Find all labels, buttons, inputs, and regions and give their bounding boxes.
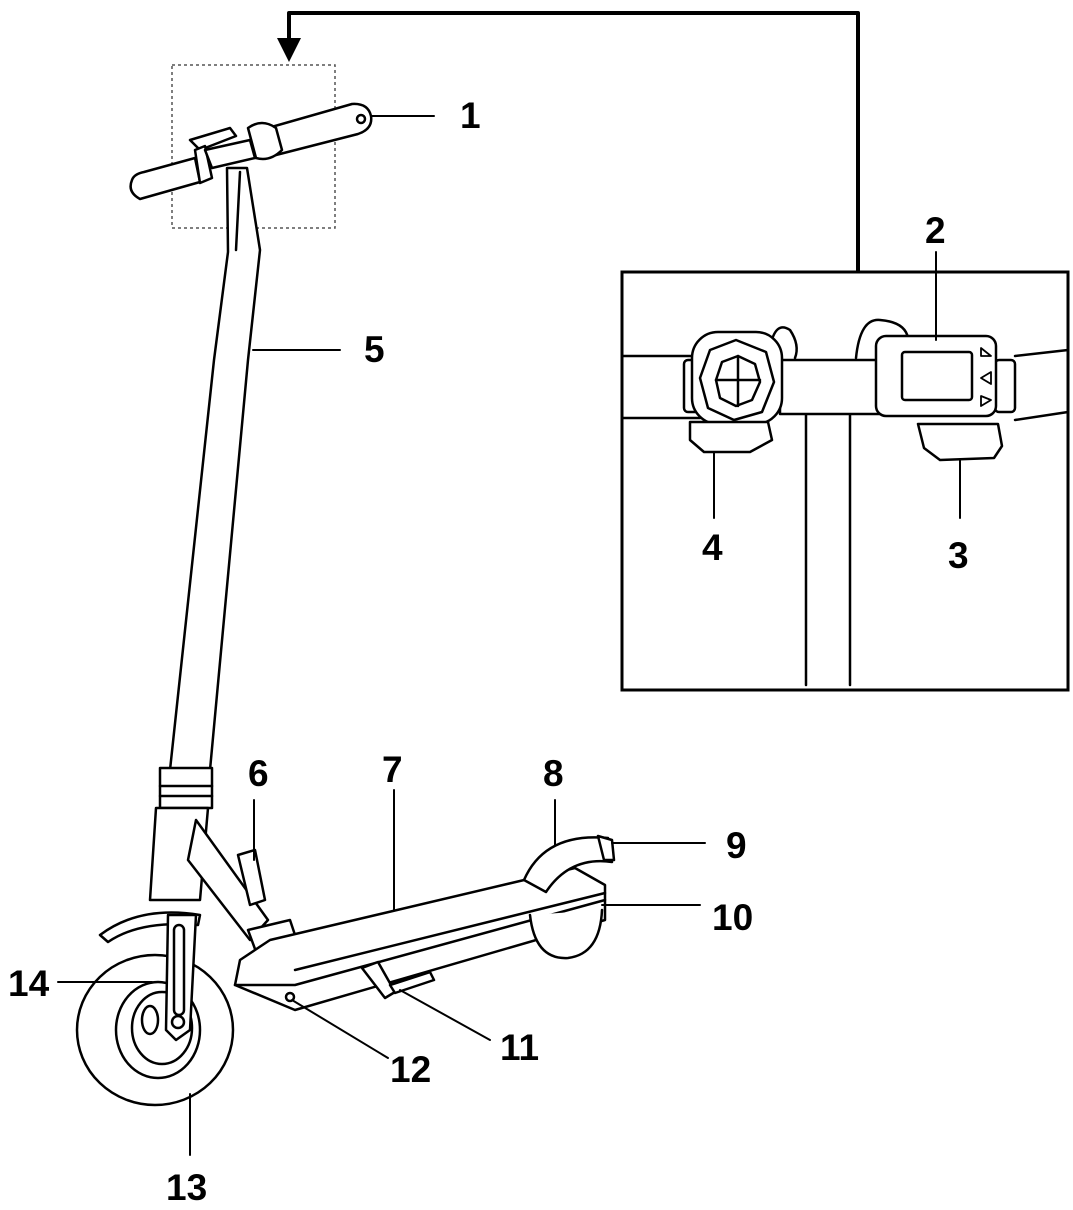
lcd-display [874, 334, 998, 418]
callout-14: 14 [8, 963, 50, 1004]
callout-numbers: 1 2 3 4 5 6 7 8 9 10 11 12 13 14 [8, 95, 969, 1208]
rear-fender [522, 834, 616, 894]
steering-stem [168, 166, 262, 772]
callout-11: 11 [500, 1027, 539, 1068]
leader-11 [399, 989, 491, 1041]
callout-5: 5 [364, 329, 385, 370]
deck [233, 866, 607, 1012]
callout-7: 7 [382, 749, 403, 790]
callout-13: 13 [166, 1167, 207, 1208]
front-fork [164, 913, 198, 1042]
accelerator-control [688, 330, 784, 454]
detail-connector [277, 11, 860, 274]
kickstand [360, 960, 436, 1000]
leader-12 [291, 999, 389, 1059]
callout-1: 1 [460, 95, 481, 136]
callout-4: 4 [702, 527, 723, 568]
callout-3: 3 [948, 535, 969, 576]
handlebar-detail-inset [620, 270, 1070, 692]
handlebar-zoom-box [171, 64, 336, 229]
leader-lines [57, 115, 961, 1156]
callout-9: 9 [726, 825, 747, 866]
callout-6: 6 [248, 753, 269, 794]
rear-wheel [528, 908, 604, 960]
callout-12: 12 [390, 1049, 431, 1090]
front-wheel [75, 953, 235, 1107]
callout-10: 10 [712, 897, 753, 938]
connector-arrowhead [277, 38, 301, 62]
handlebar [129, 102, 373, 201]
brake-lever [916, 422, 1004, 462]
callout-2: 2 [925, 210, 946, 251]
callout-8: 8 [543, 753, 564, 794]
